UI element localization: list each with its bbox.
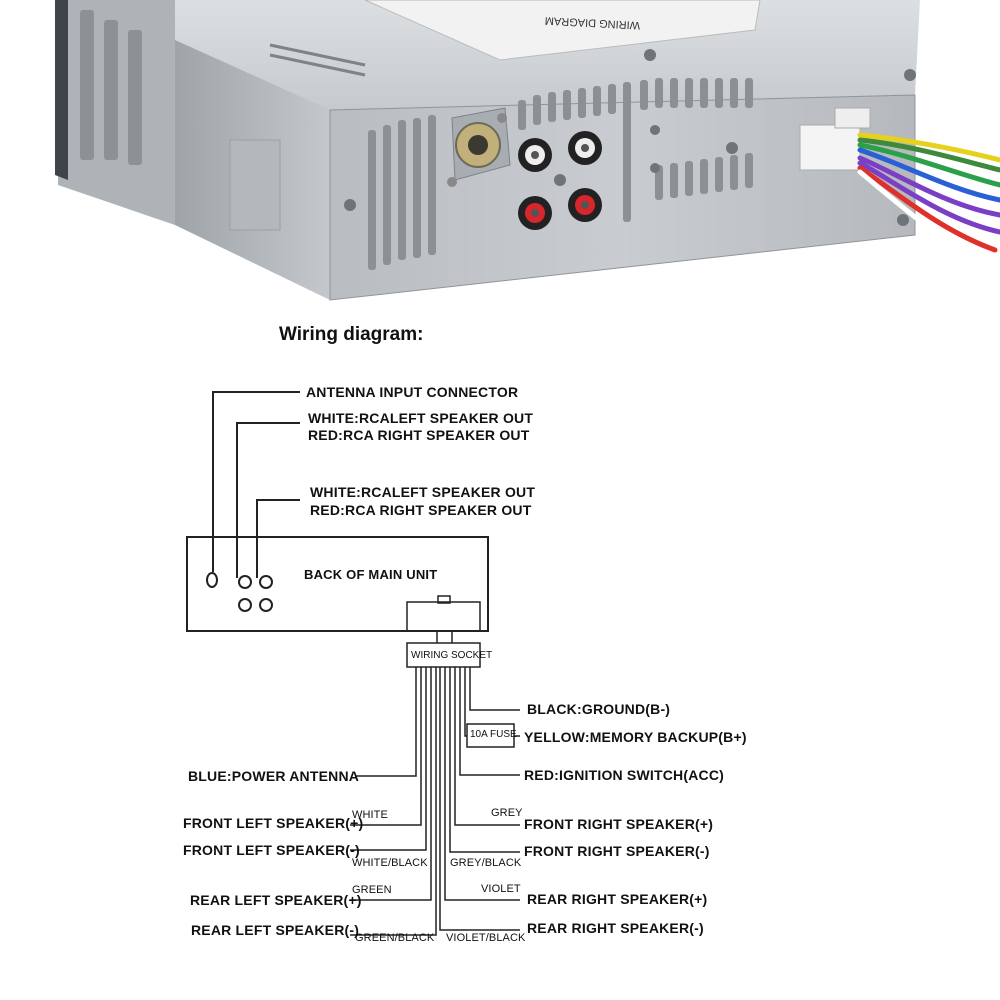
wire-white-black-label: WHITE/BLACK — [352, 857, 428, 869]
wire-green-label: GREEN — [352, 884, 392, 896]
front-left-plus-label: FRONT LEFT SPEAKER(+) — [183, 815, 364, 831]
rca-jack-white-2 — [568, 131, 602, 165]
rca-jack-red-1 — [518, 196, 552, 230]
front-right-minus-label: FRONT RIGHT SPEAKER(-) — [524, 843, 710, 859]
wire-grey-label: GREY — [491, 807, 523, 819]
wire-green-black-label: GREEN/BLACK — [355, 932, 435, 944]
main-unit-label: BACK OF MAIN UNIT — [304, 567, 438, 582]
rca1-leader — [236, 422, 300, 578]
wiring-label-sticker — [364, 0, 761, 61]
diagram-title: Wiring diagram: — [279, 324, 424, 345]
fuse-label: 10A FUSE — [470, 729, 517, 740]
power-antenna-label: BLUE:POWER ANTENNA — [188, 768, 360, 784]
antenna-connector — [447, 107, 511, 187]
rca2-white-label: WHITE:RCALEFT SPEAKER OUT — [310, 484, 536, 500]
rca-jack-white-1 — [518, 138, 552, 172]
ground-label: BLACK:GROUND(B-) — [527, 701, 671, 717]
rca1-white-label: WHITE:RCALEFT SPEAKER OUT — [308, 410, 534, 426]
wire-violet-black-label: VIOLET/BLACK — [446, 932, 526, 944]
antenna-jack-icon — [206, 572, 218, 588]
wire-violet-label: VIOLET — [481, 883, 521, 895]
product-photo: WIRING DIAGRAM — [55, 0, 1000, 301]
main-unit-box — [186, 536, 489, 632]
ignition-label: RED:IGNITION SWITCH(ACC) — [524, 767, 725, 783]
wire-white-label: WHITE — [352, 809, 388, 821]
rear-right-minus-label: REAR RIGHT SPEAKER(-) — [527, 920, 704, 936]
rca-jack-icon — [238, 598, 252, 612]
rca1-red-label: RED:RCA RIGHT SPEAKER OUT — [308, 427, 530, 443]
antenna-label: ANTENNA INPUT CONNECTOR — [306, 384, 519, 400]
harness-lines — [350, 667, 520, 936]
harness-plug — [799, 107, 871, 171]
front-right-plus-label: FRONT RIGHT SPEAKER(+) — [524, 816, 714, 832]
screw-icons — [344, 49, 916, 226]
memory-label: YELLOW:MEMORY BACKUP(B+) — [524, 729, 747, 745]
rear-right-plus-label: REAR RIGHT SPEAKER(+) — [527, 891, 708, 907]
sticker-text: WIRING DIAGRAM — [545, 14, 641, 31]
wiring-socket-label: WIRING SOCKET — [411, 650, 493, 661]
rear-left-minus-label: REAR LEFT SPEAKER(-) — [191, 922, 360, 938]
rca2-red-label: RED:RCA RIGHT SPEAKER OUT — [310, 502, 532, 518]
wiring-socket-box — [406, 642, 481, 668]
wire-grey-black-label: GREY/BLACK — [450, 857, 522, 869]
rca-jack-icon — [238, 575, 252, 589]
rca2-leader — [256, 499, 300, 578]
rca-jack-red-2 — [568, 188, 602, 222]
unit-connector — [406, 601, 481, 632]
harness-wires — [857, 132, 1000, 268]
front-left-minus-label: FRONT LEFT SPEAKER(-) — [183, 842, 360, 858]
rear-left-plus-label: REAR LEFT SPEAKER(+) — [190, 892, 362, 908]
antenna-leader — [212, 391, 300, 572]
rca-jack-icon — [259, 598, 273, 612]
rca-jack-icon — [259, 575, 273, 589]
